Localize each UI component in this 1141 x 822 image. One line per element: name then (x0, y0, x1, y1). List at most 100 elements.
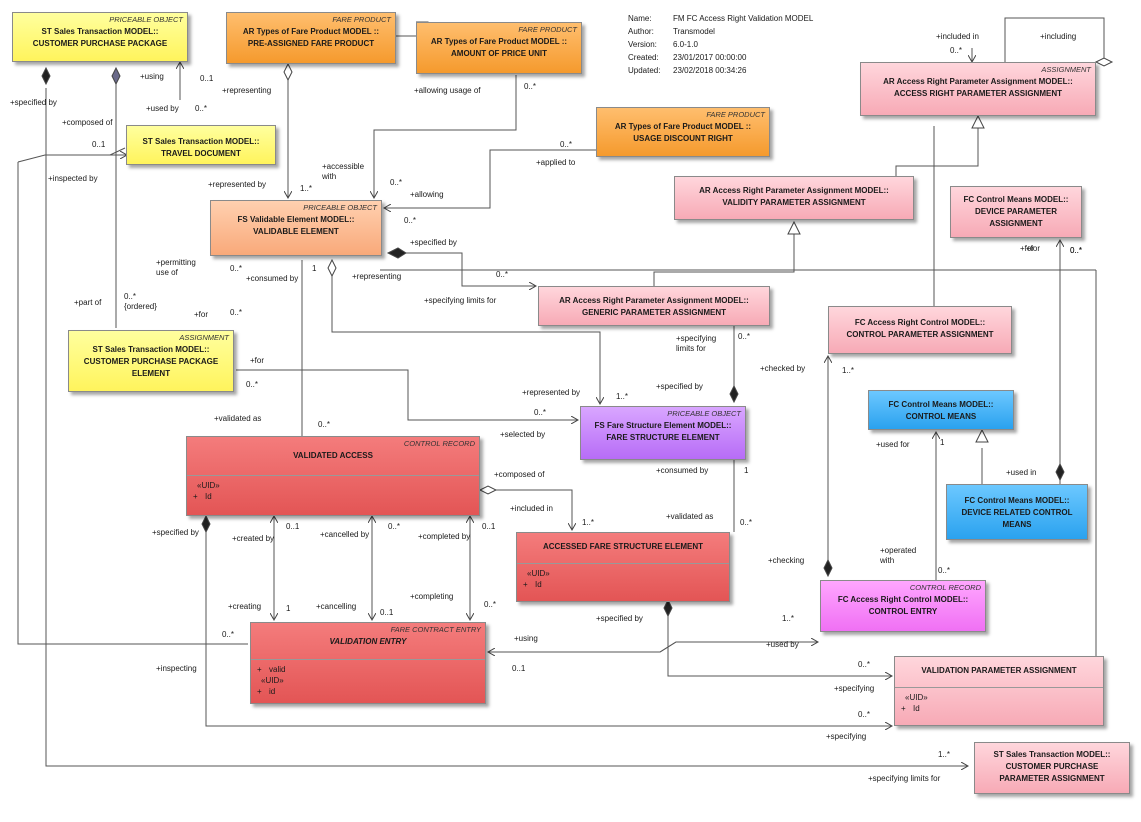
class-title: VALIDATION ENTRY (329, 637, 407, 646)
association-end-label: +inspected by (48, 174, 98, 183)
stereotype: PRICEABLE OBJECT (303, 203, 377, 212)
link-travel-doc-2 (17, 155, 127, 163)
class-title: FC Access Right Control MODEL:: CONTROL … (837, 595, 969, 616)
attribute-name: Id (913, 704, 920, 713)
class-travel-document[interactable]: ST Sales Transaction MODEL:: TRAVEL DOCU… (126, 125, 276, 165)
class-title: AR Access Right Parameter Assignment MOD… (699, 186, 889, 207)
association-end-label: +allowing usage of (414, 86, 481, 95)
class-validable-element[interactable]: PRICEABLE OBJECT FS Validable Element MO… (210, 200, 382, 256)
link-travel-doc (17, 162, 248, 645)
stereotype: FARE PRODUCT (332, 15, 391, 24)
association-end-label: +inspecting (156, 664, 197, 673)
diamond-ce (823, 558, 833, 578)
class-customer-purchase-parameter-assignment[interactable]: ST Sales Transaction MODEL:: CUSTOMER PU… (974, 742, 1130, 794)
class-validity-parameter-assignment[interactable]: AR Access Right Parameter Assignment MOD… (674, 176, 914, 220)
association-end-label: 1..* (782, 614, 795, 623)
association-end-label: 0..* (1070, 246, 1083, 255)
class-title: FC Control Means MODEL:: DEVICE RELATED … (961, 496, 1073, 529)
association-end-label: +cancelling (316, 602, 357, 611)
stereotype: CONTROL RECORD (909, 583, 981, 592)
class-validation-entry[interactable]: FARE CONTRACT ENTRY VALIDATION ENTRY +va… (250, 622, 486, 704)
class-title: AR Types of Fare Product MODEL :: AMOUNT… (430, 37, 568, 58)
visibility: + (257, 687, 262, 696)
attribute-name: Id (205, 492, 212, 501)
diamond-self (1094, 57, 1114, 67)
association-end-label: +validated as (666, 512, 714, 521)
association-end-label: 0..* (390, 178, 403, 187)
link-accessed-vpa (667, 600, 892, 676)
association-end-label: +represented by (208, 180, 267, 189)
association-end-label: 0..* (560, 140, 573, 149)
class-usage-discount-right[interactable]: FARE PRODUCT AR Types of Fare Product MO… (596, 107, 770, 157)
class-title: FC Access Right Control MODEL:: CONTROL … (846, 318, 994, 339)
association-end-label: +used by (766, 640, 799, 649)
class-title: VALIDATION PARAMETER ASSIGNMENT (921, 666, 1077, 675)
class-generic-parameter-assignment[interactable]: AR Access Right Parameter Assignment MOD… (538, 286, 770, 326)
meta-key: Version: (628, 40, 657, 49)
link-travel-doc-3 (50, 147, 126, 156)
uid-stereotype: «UID» (197, 481, 220, 490)
class-control-parameter-assignment[interactable]: FC Access Right Control MODEL:: CONTROL … (828, 306, 1012, 354)
association-end-label: 0..* (195, 104, 208, 113)
class-device-parameter-assignment[interactable]: FC Control Means MODEL:: DEVICE PARAMETE… (950, 186, 1082, 238)
meta-key: Name: (628, 14, 652, 23)
association-end-label: +checking (768, 556, 805, 565)
diamond-package-2 (111, 66, 121, 86)
class-fare-structure-element[interactable]: PRICEABLE OBJECT FS Fare Structure Eleme… (580, 406, 746, 460)
class-validated-access[interactable]: CONTROL RECORD VALIDATED ACCESS «UID» +I… (186, 436, 480, 516)
class-title: AR Access Right Parameter Assignment MOD… (559, 296, 749, 317)
association-end-label: 0..1 (200, 74, 214, 83)
association-end-label: +specifying (826, 732, 867, 741)
association-end-label: +completed by (418, 532, 471, 541)
association-end-label: 0..* (740, 518, 753, 527)
association-end-label: +operated with (880, 546, 917, 565)
attributes: «UID» +Id (895, 687, 1103, 718)
diamond-accessed (663, 598, 673, 618)
class-title: ST Sales Transaction MODEL:: CUSTOMER PU… (32, 27, 168, 48)
association-end-label: 0..* (534, 408, 547, 417)
diagram-metadata: Name:FM FC Access Right Validation MODEL… (628, 12, 813, 77)
diamond-preassigned (283, 62, 293, 82)
self-including (1004, 17, 1105, 62)
attributes: «UID» +Id (187, 475, 479, 506)
stereotype: PRICEABLE OBJECT (667, 409, 741, 418)
class-control-means[interactable]: FC Control Means MODEL:: CONTROL MEANS (868, 390, 1014, 430)
class-device-related-control-means[interactable]: FC Control Means MODEL:: DEVICE RELATED … (946, 484, 1088, 540)
stereotype: ASSIGNMENT (1041, 65, 1091, 74)
gen-validity (653, 232, 795, 286)
association-end-label: 1..* (616, 392, 629, 401)
association-end-label: +specifying limits for (424, 296, 497, 305)
association-end-label: 0..* (524, 82, 537, 91)
class-validation-parameter-assignment[interactable]: VALIDATION PARAMETER ASSIGNMENT «UID» +I… (894, 656, 1104, 726)
association-end-label: +included in (936, 32, 979, 41)
meta-key: Updated: (628, 66, 661, 75)
class-amount-of-price-unit[interactable]: FARE PRODUCT AR Types of Fare Product MO… (416, 22, 582, 74)
class-title: VALIDATED ACCESS (293, 451, 373, 460)
class-access-right-parameter-assignment[interactable]: ASSIGNMENT AR Access Right Parameter Ass… (860, 62, 1096, 116)
association-end-label: +composed of (494, 470, 545, 479)
meta-value: 23/02/2018 00:34:26 (673, 66, 747, 75)
association-end-label: +using (514, 634, 538, 643)
class-title: ST Sales Transaction MODEL:: TRAVEL DOCU… (142, 137, 260, 158)
class-pre-assigned-fare-product[interactable]: FARE PRODUCT AR Types of Fare Product MO… (226, 12, 396, 64)
association-end-label: +for (1026, 244, 1041, 253)
link-packageelem-fse (236, 369, 578, 420)
association-end-label: +representing (222, 86, 272, 95)
link-amount-validable (374, 75, 517, 198)
class-customer-purchase-package[interactable]: PRICEABLE OBJECT ST Sales Transaction MO… (12, 12, 188, 62)
diamond-va-specified (201, 514, 211, 534)
association-end-label: 0..* (858, 660, 871, 669)
association-end-label: 0..* (938, 566, 951, 575)
class-accessed-fare-structure-element[interactable]: ACCESSED FARE STRUCTURE ELEMENT «UID» +I… (516, 532, 730, 602)
association-end-label: +selected by (500, 430, 546, 439)
stereotype: CONTROL RECORD (403, 439, 475, 448)
association-end-label: 1..* (938, 750, 951, 759)
association-end-label: 0..* (738, 332, 751, 341)
class-control-entry[interactable]: CONTROL RECORD FC Access Right Control M… (820, 580, 986, 632)
class-title: FC Control Means MODEL:: DEVICE PARAMETE… (963, 195, 1069, 228)
gen-arrow-arpa (971, 114, 985, 129)
association-end-label: +used by (146, 104, 179, 113)
class-customer-purchase-package-element[interactable]: ASSIGNMENT ST Sales Transaction MODEL:: … (68, 330, 234, 392)
association-end-label: +specifying (834, 684, 875, 693)
